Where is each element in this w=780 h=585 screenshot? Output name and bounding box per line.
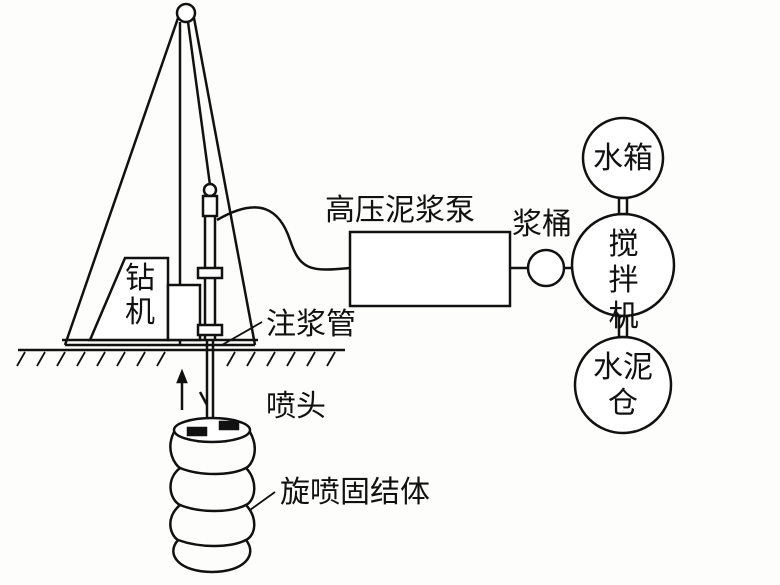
mixer-label: 搅拌机 (608, 227, 639, 334)
grout-pipe (176, 206, 351, 428)
water-tank-label: 水箱 (593, 141, 653, 176)
pump-label: 高压泥浆泵 (325, 193, 475, 228)
pump-box (348, 230, 512, 308)
drill-derrick (62, 2, 258, 347)
ground (16, 348, 345, 367)
cement-silo-label: 水泥仓 (593, 350, 653, 421)
jet-grout-column (169, 416, 276, 574)
drill-text: 钻机 (125, 261, 155, 330)
bucket-label: 浆桶 (512, 207, 572, 242)
slurry-bucket (526, 248, 566, 288)
drill-label: 钻机 (125, 262, 159, 330)
grout-pipe-label: 注浆管 (266, 307, 356, 342)
nozzle-label: 喷头 (266, 389, 326, 424)
jet-body-label: 旋喷固结体 (280, 475, 430, 510)
grout-pipe-leader (221, 321, 263, 346)
